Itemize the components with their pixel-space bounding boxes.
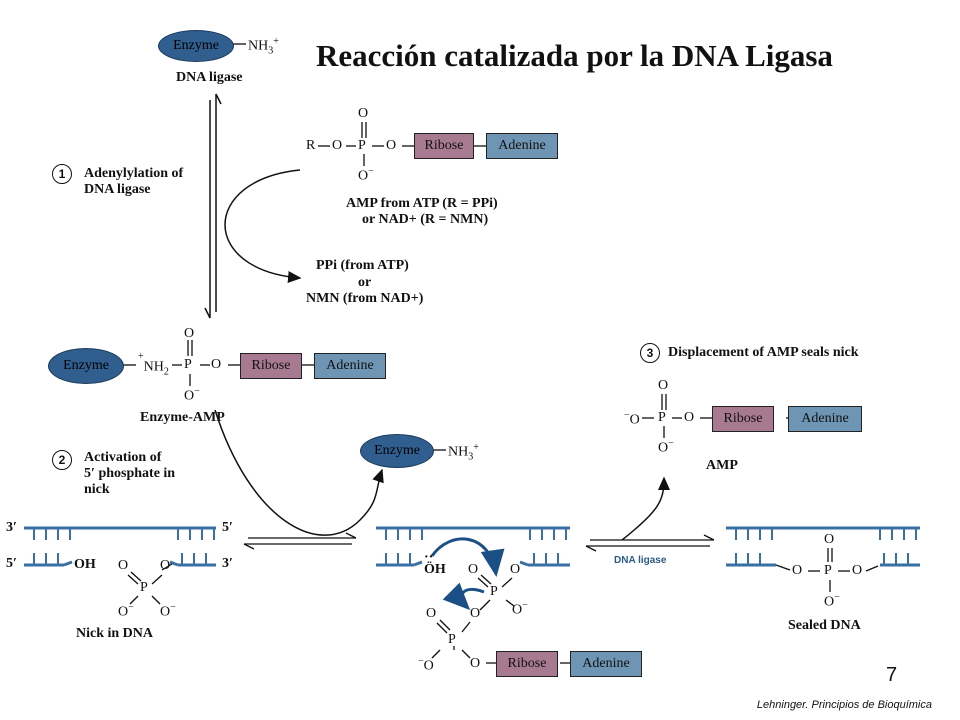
curved-arrow-step2 <box>214 409 384 536</box>
equilibrium-arrow-vertical <box>204 93 222 319</box>
adenine-box: Adenine <box>570 651 642 677</box>
ribose-box: Ribose <box>712 406 774 432</box>
step-1-marker: 1 <box>52 164 72 184</box>
oh-label: OH <box>74 557 96 572</box>
o-atom: O <box>118 558 129 573</box>
step-2-text-line3: nick <box>84 482 110 497</box>
ribose-box: Ribose <box>414 133 474 159</box>
o-atom: O <box>684 410 695 425</box>
step-1-text-line2: DNA ligase <box>84 182 151 197</box>
nh2-label: +NH2 <box>138 351 169 378</box>
p-atom: P <box>448 632 456 647</box>
enzyme-released: Enzyme <box>360 434 434 468</box>
o-atom: O <box>470 656 481 671</box>
sealed-dna-label: Sealed DNA <box>788 618 861 633</box>
amp-bonds <box>642 394 796 438</box>
o-atom: O <box>470 606 481 621</box>
o-minus: O− <box>512 600 528 618</box>
nucleophilic-attack-arrow <box>430 537 505 577</box>
oh-attack: ··ÖH <box>424 550 446 577</box>
step-2-marker: 2 <box>52 450 72 470</box>
nick-in-dna-label: Nick in DNA <box>76 626 154 641</box>
byproduct-line2: or <box>358 275 372 290</box>
o-atom: O <box>658 378 669 393</box>
enzyme-amp-bonds <box>122 340 314 386</box>
equilibrium-arrow-horizontal-2 <box>585 534 715 552</box>
activated-phosphate-bonds <box>431 574 570 664</box>
o-minus: O− <box>160 602 176 620</box>
slide-title: Reacción catalizada por la DNA Ligasa <box>316 38 833 73</box>
o-atom: O <box>468 562 479 577</box>
amp-source-line2: or NAD+ (R = NMN) <box>362 212 489 227</box>
o-atom: O <box>332 138 343 153</box>
five-prime-right-top: 5′ <box>222 520 233 535</box>
o-atom: O <box>211 357 222 372</box>
amp-source-line1: AMP from ATP (R = PPi) <box>346 196 498 211</box>
o-minus: −O <box>418 656 434 674</box>
adenine-box: Adenine <box>314 353 386 379</box>
o-minus: O− <box>118 602 134 620</box>
p-atom: P <box>184 357 192 372</box>
equilibrium-arrow-horizontal-1 <box>243 532 357 550</box>
o-minus: O− <box>824 592 840 610</box>
dna-sealed-strands <box>726 526 920 567</box>
leaving-group-arrow <box>442 582 485 611</box>
o-atom: O <box>184 326 195 341</box>
o-atom: O <box>426 606 437 621</box>
adenine-box: Adenine <box>788 406 862 432</box>
p-atom: P <box>358 138 366 153</box>
o-atom: O <box>824 532 835 547</box>
byproduct-line3: NMN (from NAD+) <box>306 291 424 306</box>
step-3-text: Displacement of AMP seals nick <box>668 345 859 360</box>
o-atom: O <box>852 563 863 578</box>
phosphate-bonds-top <box>318 122 486 166</box>
three-prime-left-top: 3′ <box>6 520 17 535</box>
o-minus: −O <box>624 410 640 428</box>
step-3-marker: 3 <box>640 343 660 363</box>
o-minus: O− <box>658 438 674 456</box>
dna-activated-bases <box>385 528 567 565</box>
nh3-released: NH3+ <box>448 442 479 463</box>
sealed-bonds <box>775 548 879 592</box>
enzyme-amp-enzyme: Enzyme <box>48 348 124 384</box>
byproduct-line1: PPi (from ATP) <box>316 258 409 273</box>
dna-nick-bases <box>33 528 215 565</box>
dna-ligase-label: DNA ligase <box>176 70 243 85</box>
five-prime-left-bottom: 5′ <box>6 556 17 571</box>
nick-phosphate-bonds <box>127 563 173 605</box>
o-atom: O <box>386 138 397 153</box>
step-2-text-line1: Activation of <box>84 450 162 465</box>
curved-arrow-step1 <box>224 169 302 284</box>
p-atom: P <box>140 580 148 595</box>
amp-label: AMP <box>706 458 738 473</box>
citation: Lehninger. Principios de Bioquímica <box>756 699 932 711</box>
adenine-box: Adenine <box>486 133 558 159</box>
p-atom: P <box>658 410 666 425</box>
p-atom: P <box>490 584 498 599</box>
r-group: R <box>306 138 316 153</box>
page-number: 7 <box>886 664 898 686</box>
ribose-box: Ribose <box>240 353 302 379</box>
three-prime-right-bottom: 3′ <box>222 556 233 571</box>
o-minus: O− <box>184 386 200 404</box>
dna-ligase-arrow-label: DNA ligase <box>614 555 667 566</box>
enzyme-amp-label: Enzyme-AMP <box>140 410 225 425</box>
o-minus: O− <box>358 166 374 184</box>
ribose-box: Ribose <box>496 651 558 677</box>
step-2-text-line2: 5′ phosphate in <box>84 466 176 481</box>
o-atom: O <box>160 558 171 573</box>
o-atom: O <box>792 563 803 578</box>
dna-activated-strands <box>376 526 570 567</box>
step-1-text-line1: Adenylylation of <box>84 166 184 181</box>
p-atom: P <box>824 563 832 578</box>
enzyme-top: Enzyme <box>158 30 234 62</box>
o-atom: O <box>358 106 369 121</box>
nh3-top: NH3+ <box>248 36 279 57</box>
curved-arrow-step3 <box>621 476 670 541</box>
o-atom: O <box>510 562 521 577</box>
dna-sealed-bases <box>735 528 917 565</box>
